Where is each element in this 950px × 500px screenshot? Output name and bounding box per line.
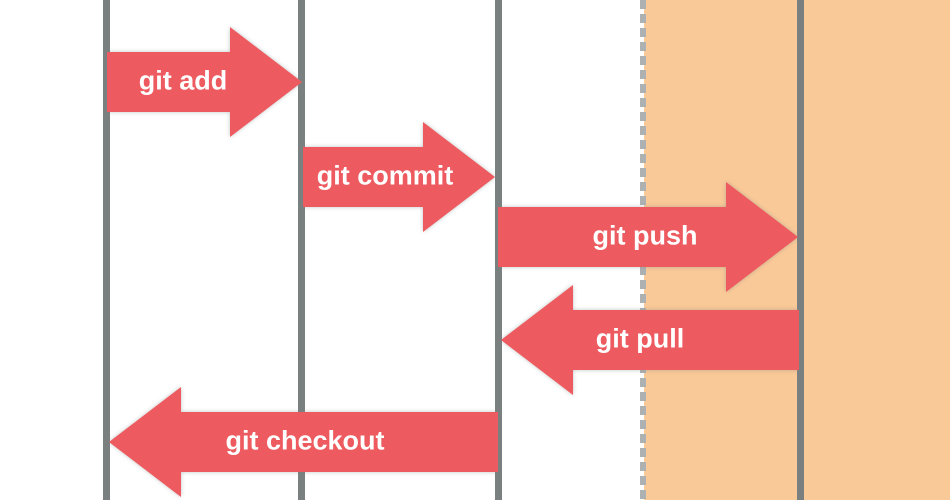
git-add-label: git add [138,65,228,96]
right-arrow-shape [303,122,495,232]
lane-line-4 [797,0,804,500]
git-push-label: git push [592,220,698,251]
right-arrow-shape [107,27,302,137]
right-arrow-shape [498,182,798,292]
git-commit-label: git commit [316,160,454,191]
git-pull-label: git pull [595,323,685,354]
left-arrow-shape [501,285,799,395]
lane-line-1 [103,0,110,500]
git-pull-arrow: git pull [501,285,799,395]
git-push-arrow: git push [498,182,798,292]
git-commit-arrow: git commit [303,122,495,232]
git-checkout-arrow: git checkout [109,387,498,497]
git-add-arrow: git add [107,27,302,137]
lane-line-2 [298,0,305,500]
left-arrow-shape [109,387,498,497]
git-checkout-label: git checkout [225,425,385,456]
